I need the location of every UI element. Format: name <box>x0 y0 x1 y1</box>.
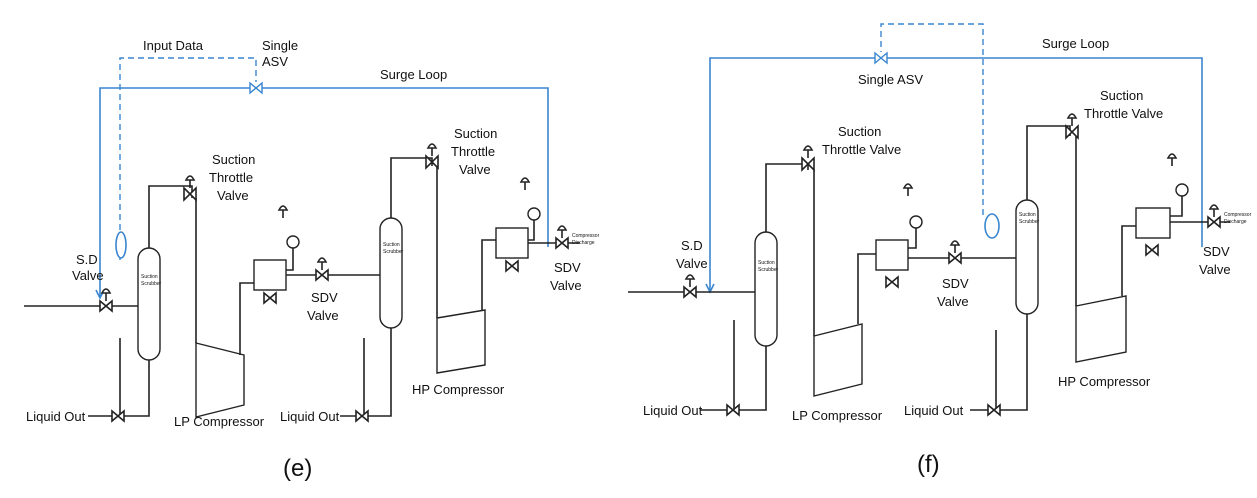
temp-indicator-1-f <box>909 215 923 229</box>
input-data-line-f <box>880 23 984 215</box>
label-scrubber-2a-f: Suction <box>1019 212 1036 218</box>
label-liquid-out-2-f: Liquid Out <box>904 403 964 418</box>
sd-valve-f <box>683 274 697 298</box>
suction-scrubber-1-e <box>137 247 161 361</box>
label-sdv-2a-e: SDV <box>554 260 581 275</box>
label-throttle-1a-e: Suction <box>212 152 255 167</box>
sdv-valve-2-e <box>555 225 569 249</box>
sd-valve-e <box>99 288 113 312</box>
sdv-valve-1-e <box>315 257 329 281</box>
label-sdv-1a-f: SDV <box>942 276 969 291</box>
label-throttle-1c-e: Valve <box>217 188 249 203</box>
temp-indicator-2-f <box>1175 183 1189 197</box>
label-throttle-2b-e: Throttle <box>451 144 495 159</box>
lp-compressor-f <box>813 323 863 397</box>
label-discharge-b-e: Discharge <box>572 240 595 246</box>
label-input-data-e: Input Data <box>143 38 204 53</box>
cooler-1-f <box>875 239 909 271</box>
label-surge-loop-e: Surge Loop <box>380 67 447 82</box>
label-surge-loop-f: Surge Loop <box>1042 36 1109 51</box>
label-throttle-2c-e: Valve <box>459 162 491 177</box>
hp-compressor-f <box>1075 295 1127 363</box>
label-scrubber-1a-f: Suction <box>758 260 775 266</box>
label-scrubber-2b-e: Scrubber <box>383 249 404 255</box>
label-hp-compressor-f: HP Compressor <box>1058 374 1151 389</box>
cooler-1-e <box>253 259 287 291</box>
panel-f <box>628 23 1230 416</box>
label-sd-valve-line1-f: S.D <box>681 238 703 253</box>
sdv-valve-2-f <box>1207 204 1221 228</box>
label-throttle-2a-f: Suction <box>1100 88 1143 103</box>
label-throttle-1b-e: Throttle <box>209 170 253 185</box>
label-sdv-2b-e: Valve <box>550 278 582 293</box>
label-discharge-b-f: Discharge <box>1224 219 1247 225</box>
label-discharge-a-e: Compressor <box>572 233 600 239</box>
labels-e: Input Data Single ASV Surge Loop S.D Val… <box>26 38 600 482</box>
label-scrubber-2b-f: Scrubber <box>1019 219 1040 225</box>
suction-scrubber-1-f <box>754 231 778 347</box>
cooler-2-f <box>1135 207 1171 239</box>
transmitter-f <box>984 213 1000 239</box>
transmitter-e <box>115 231 127 259</box>
label-liquid-out-2-e: Liquid Out <box>280 409 340 424</box>
asv-valve-e <box>249 81 263 95</box>
liquid-valve-2-e <box>355 410 369 422</box>
label-scrubber-1a-e: Suction <box>141 274 158 280</box>
liquid-valve-1-e <box>111 410 125 422</box>
suction-scrubber-2-e <box>379 217 403 329</box>
label-scrubber-2a-e: Suction <box>383 242 400 248</box>
label-sdv-1a-e: SDV <box>311 290 338 305</box>
label-asv-e: ASV <box>262 54 288 69</box>
label-lp-compressor-e: LP Compressor <box>174 414 265 429</box>
throttle-valve-2-e <box>425 143 439 170</box>
label-sd-valve-line2-f: Valve <box>676 256 708 271</box>
temp-indicator-2-e <box>527 207 541 221</box>
label-liquid-out-1-e: Liquid Out <box>26 409 86 424</box>
label-hp-compressor-e: HP Compressor <box>412 382 505 397</box>
label-sd-valve-line1-e: S.D <box>76 252 98 267</box>
label-sd-valve-line2-e: Valve <box>72 268 104 283</box>
label-discharge-a-f: Compressor <box>1224 212 1252 218</box>
label-throttle-2b-f: Throttle Valve <box>1084 106 1163 121</box>
hp-compressor-e <box>436 309 486 374</box>
cooler-2-e <box>495 227 529 259</box>
label-scrubber-1b-f: Scrubber <box>758 267 779 273</box>
caption-e: (e) <box>283 455 312 482</box>
label-throttle-1a-f: Suction <box>838 124 881 139</box>
throttle-valve-1-e <box>183 175 197 202</box>
label-throttle-1b-f: Throttle Valve <box>822 142 901 157</box>
sdv-valve-1-f <box>948 240 962 264</box>
label-sdv-1b-e: Valve <box>307 308 339 323</box>
throttle-valve-1-f <box>801 145 815 172</box>
surge-loop-line-e <box>99 87 549 296</box>
throttle-valve-2-f <box>1065 113 1079 140</box>
lp-compressor-e <box>195 342 245 418</box>
panel-e <box>24 57 580 422</box>
surge-loop-line-f <box>709 57 1203 290</box>
label-lp-compressor-f: LP Compressor <box>792 408 883 423</box>
label-single-e: Single <box>262 38 298 53</box>
caption-f: (f) <box>917 451 940 478</box>
label-throttle-2a-e: Suction <box>454 126 497 141</box>
label-sdv-2b-f: Valve <box>1199 262 1231 277</box>
liquid-valve-2-f <box>987 404 1001 416</box>
label-sdv-1b-f: Valve <box>937 294 969 309</box>
label-single-asv-f: Single ASV <box>858 72 923 87</box>
liquid-valve-1-f <box>726 404 740 416</box>
label-scrubber-1b-e: Scrubber <box>141 281 162 287</box>
temp-indicator-1-e <box>286 235 300 249</box>
label-liquid-out-1-f: Liquid Out <box>643 403 703 418</box>
labels-f: Single ASV Surge Loop S.D Valve Suction … <box>643 36 1252 478</box>
asv-valve-f <box>874 51 888 65</box>
input-data-line-e <box>119 57 257 260</box>
label-sdv-2a-f: SDV <box>1203 244 1230 259</box>
